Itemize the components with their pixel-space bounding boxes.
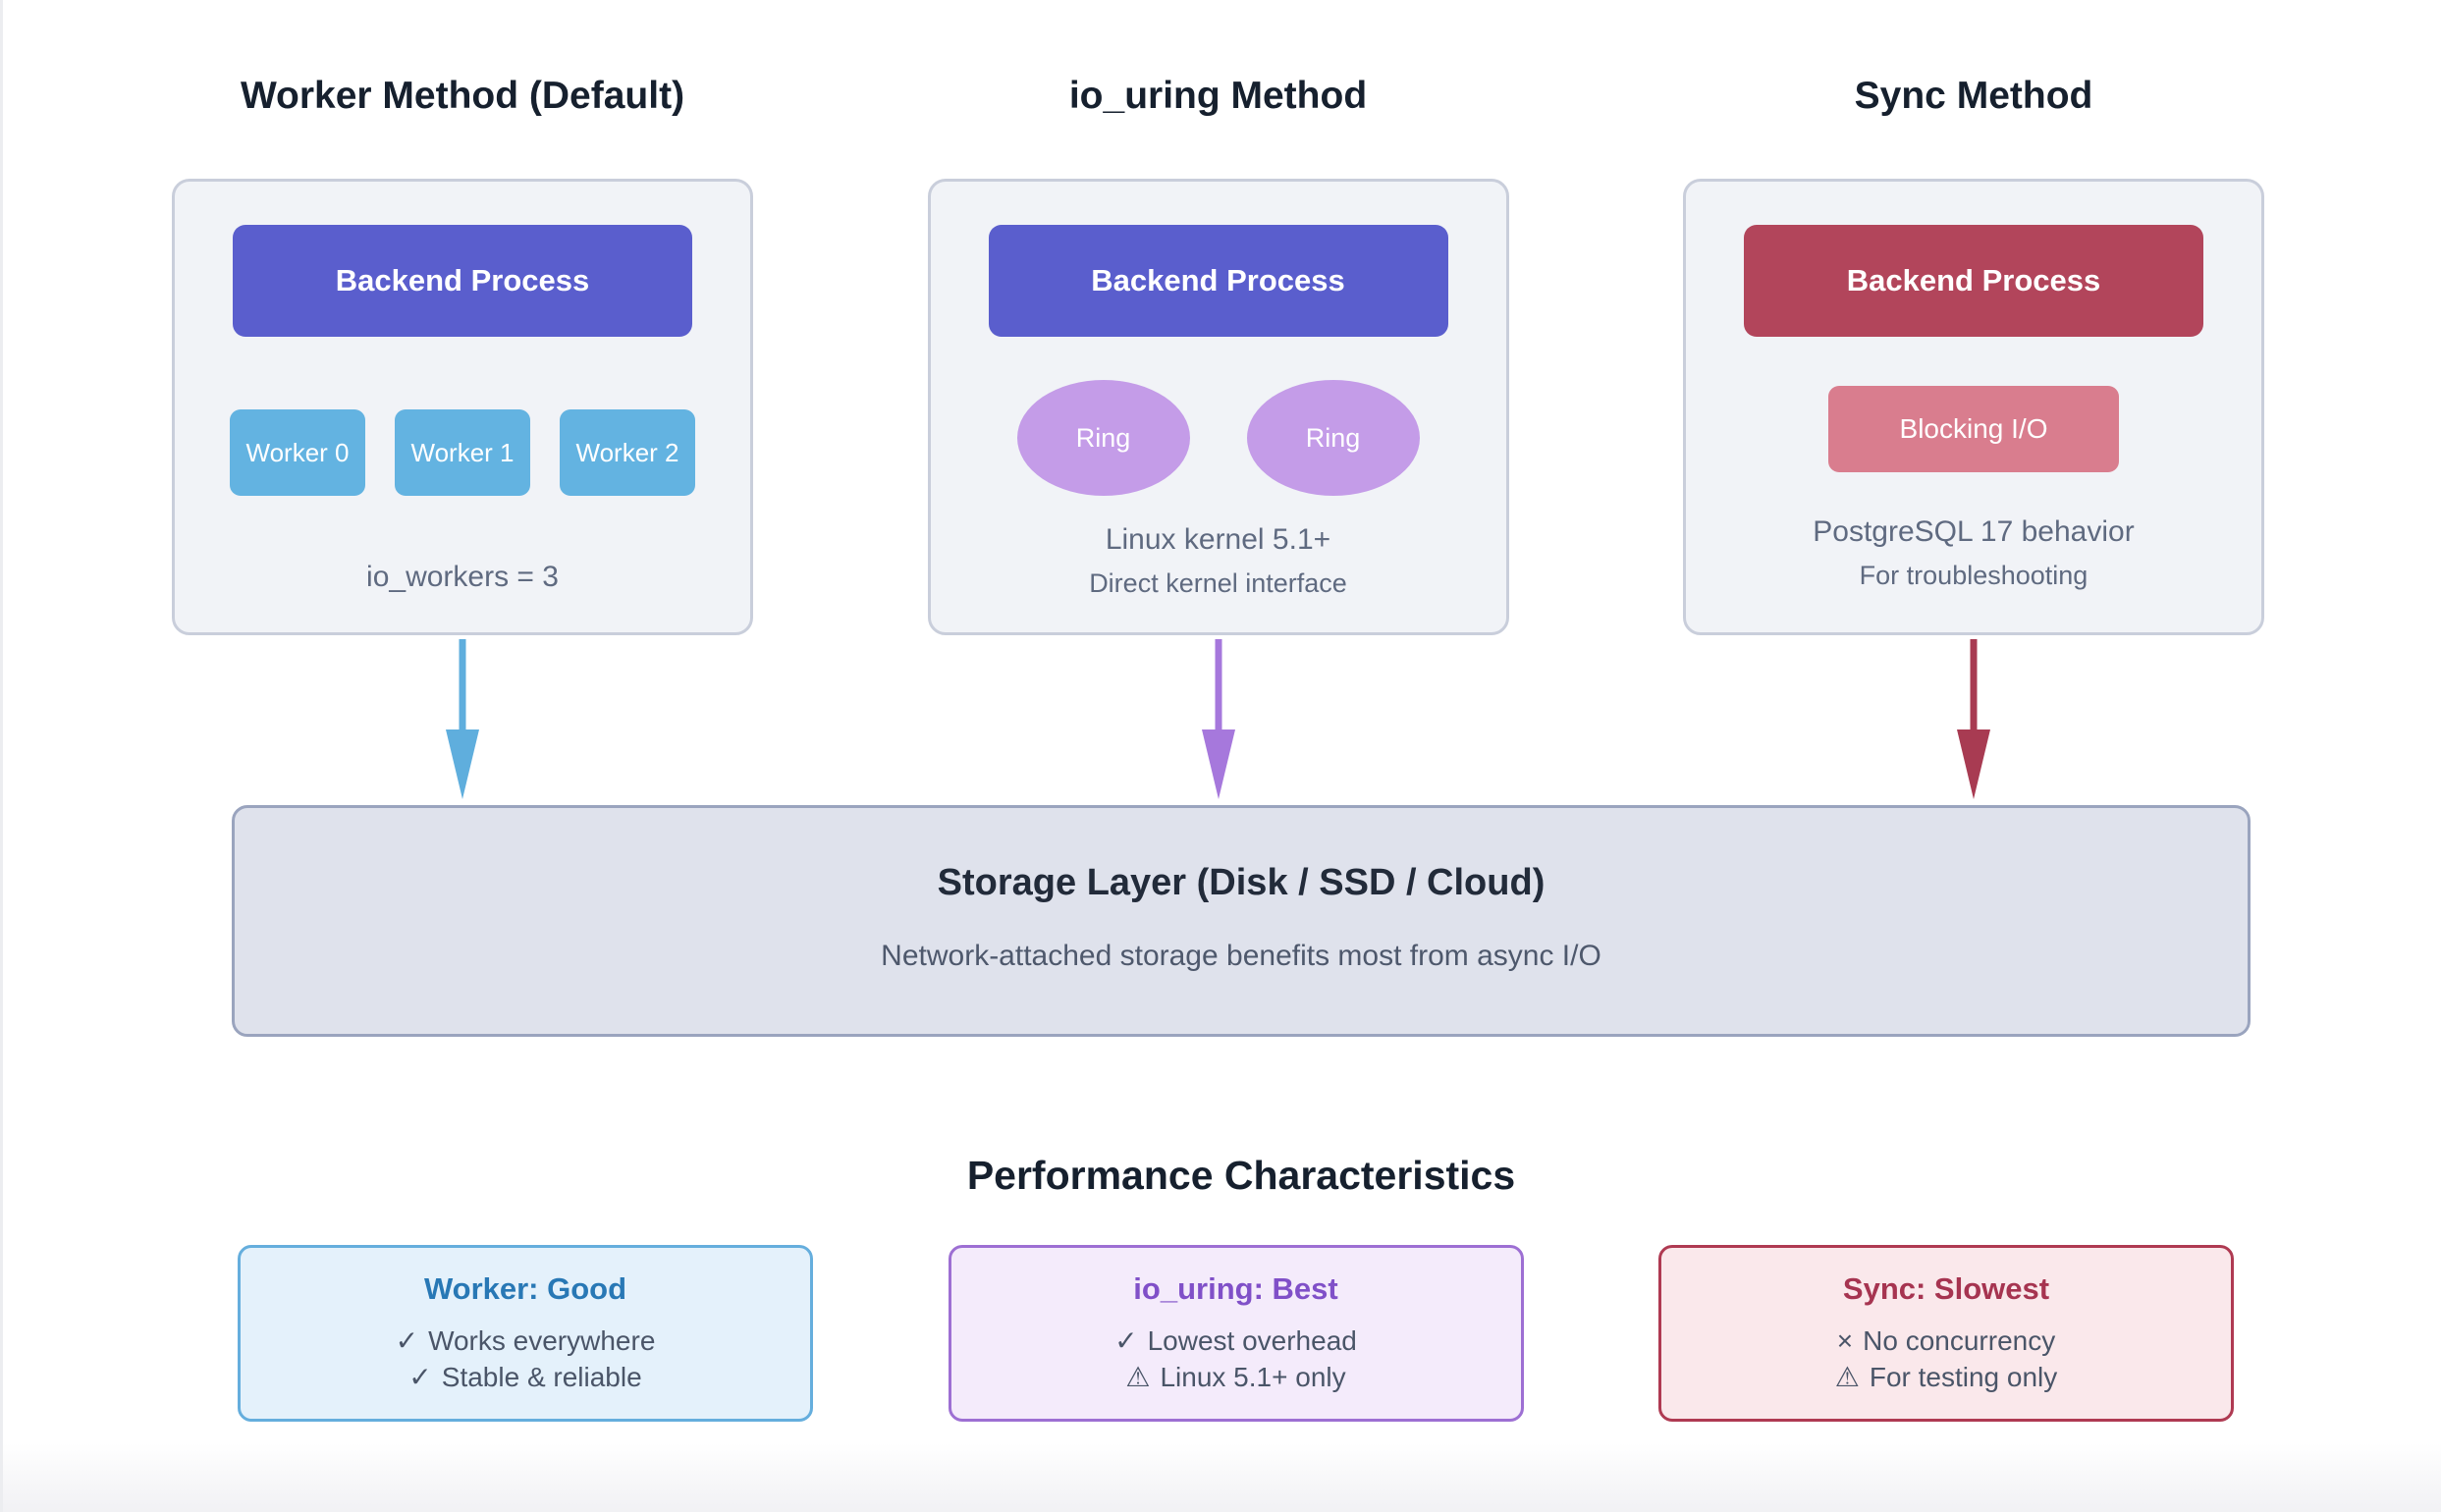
io-uring-method-card: Backend Process Ring Ring Linux kernel 5…: [927, 179, 1509, 635]
worker-arrow-down-icon: [172, 635, 753, 805]
ring-0-ellipse: Ring: [1016, 380, 1190, 496]
io-uring-performance-card: io_uring: Best ✓ Lowest overhead ⚠ Linux 5…: [948, 1245, 1524, 1422]
kernel-subcaption: Direct kernel interface: [1089, 568, 1347, 598]
check-icon: ✓: [1114, 1325, 1138, 1356]
perf-item-text: For testing only: [1869, 1362, 2058, 1392]
list-item: ✓ Lowest overhead: [1114, 1323, 1357, 1359]
sync-method-column: Sync Method Backend Process Blocking I/O…: [1683, 73, 2264, 635]
perf-item-text: Works everywhere: [428, 1325, 656, 1356]
storage-layer-bar: Storage Layer (Disk / SSD / Cloud) Netwo…: [232, 805, 2251, 1037]
worker-performance-items: ✓ Works everywhere ✓ Stable & reliable: [396, 1323, 656, 1395]
worker-performance-title: Worker: Good: [423, 1271, 627, 1306]
perf-item-text: Lowest overhead: [1147, 1325, 1357, 1356]
cross-icon: ×: [1836, 1325, 1854, 1356]
list-item: ✓ Stable & reliable: [408, 1359, 641, 1395]
ring-1-ellipse: Ring: [1246, 380, 1420, 496]
performance-cards-row: Worker: Good ✓ Works everywhere ✓ Stable &…: [3, 1200, 2441, 1422]
backend-process-box: Backend Process: [233, 225, 692, 337]
perf-item-text: No concurrency: [1863, 1325, 2056, 1356]
workers-row: Worker 0 Worker 1 Worker 2: [230, 409, 695, 496]
list-item: ✓ Works everywhere: [396, 1323, 656, 1359]
kernel-caption: Linux kernel 5.1+: [1105, 523, 1331, 556]
performance-heading: Performance Characteristics: [966, 1153, 1516, 1198]
warning-icon: ⚠: [1834, 1362, 1860, 1392]
list-item: ⚠ Linux 5.1+ only: [1125, 1359, 1345, 1395]
backend-process-box: Backend Process: [988, 225, 1448, 337]
blocking-io-box: Blocking I/O: [1828, 386, 2119, 472]
worker-1-box: Worker 1: [395, 409, 530, 496]
sync-method-card: Backend Process Blocking I/O PostgreSQL …: [1683, 179, 2264, 635]
sync-method-title: Sync Method: [1854, 75, 2093, 117]
io-uring-method-title: io_uring Method: [1068, 75, 1368, 117]
worker-0-box: Worker 0: [230, 409, 365, 496]
storage-layer-title: Storage Layer (Disk / SSD / Cloud): [937, 862, 1546, 903]
method-columns-row: Worker Method (Default) Backend Process …: [3, 0, 2441, 635]
warning-icon: ⚠: [1125, 1362, 1151, 1392]
storage-layer-subtitle: Network-attached storage benefits most f…: [881, 940, 1601, 972]
io-uring-performance-items: ✓ Lowest overhead ⚠ Linux 5.1+ only: [1114, 1323, 1357, 1395]
worker-method-card: Backend Process Worker 0 Worker 1 Worker…: [172, 179, 753, 635]
sync-performance-title: Sync: Slowest: [1842, 1271, 2050, 1306]
io-uring-arrow-down-icon: [928, 635, 1509, 805]
list-item: ⚠ For testing only: [1835, 1359, 2058, 1395]
list-item: × No concurrency: [1837, 1323, 2055, 1359]
io-workers-caption: io_workers = 3: [366, 561, 559, 593]
worker-method-title: Worker Method (Default): [240, 75, 685, 117]
worker-performance-card: Worker: Good ✓ Works everywhere ✓ Stable &…: [238, 1245, 813, 1422]
perf-item-text: Stable & reliable: [441, 1362, 642, 1392]
io-uring-performance-title: io_uring: Best: [1133, 1271, 1338, 1306]
backend-process-box: Backend Process: [1744, 225, 2203, 337]
sync-arrow-down-icon: [1683, 635, 2264, 805]
pg17-caption: PostgreSQL 17 behavior: [1813, 515, 2135, 548]
page-bottom-fade: [3, 1443, 2441, 1512]
sync-performance-items: × No concurrency ⚠ For testing only: [1835, 1323, 2058, 1395]
perf-item-text: Linux 5.1+ only: [1160, 1362, 1346, 1392]
io-uring-method-column: io_uring Method Backend Process Ring Rin…: [927, 73, 1509, 635]
troubleshooting-subcaption: For troubleshooting: [1859, 561, 2088, 590]
worker-method-column: Worker Method (Default) Backend Process …: [172, 73, 753, 635]
rings-row: Ring Ring: [1016, 380, 1420, 496]
worker-2-box: Worker 2: [560, 409, 695, 496]
check-icon: ✓: [395, 1325, 419, 1356]
arrows-row: [3, 635, 2441, 805]
sync-performance-card: Sync: Slowest × No concurrency ⚠ For testi…: [1658, 1245, 2234, 1422]
check-icon: ✓: [408, 1362, 432, 1392]
